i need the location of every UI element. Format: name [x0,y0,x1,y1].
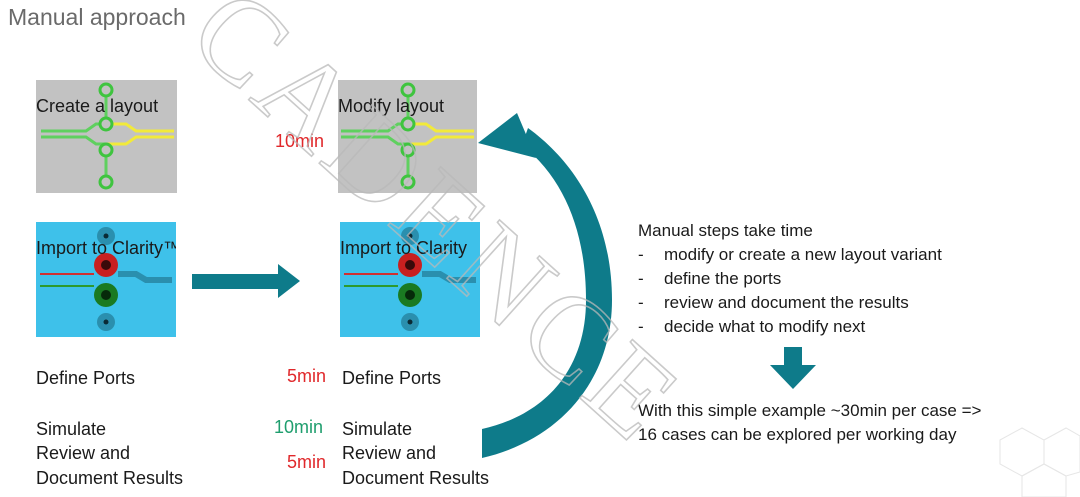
modify-time-label: 10min [275,131,325,151]
clarity-model-image [40,227,172,331]
import-left-panel: Import to Clarity™ [36,222,176,337]
bullet-dash: - [638,293,644,312]
simulate-time-label: 10min [274,417,324,437]
left-review: Review and [36,443,131,463]
list-item-text: review and document the results [664,293,909,312]
left-document: Document Results [36,468,184,488]
hexagon-pattern [999,427,1080,497]
right-simulate: Simulate [342,419,413,439]
manual-steps-heading: Manual steps take time [638,221,813,240]
list-item: - define the ports [638,267,942,291]
bullet-dash: - [638,245,644,264]
left-simulate: Simulate [36,419,107,439]
list-item-text: define the ports [664,269,782,288]
right-define-ports: Define Ports [342,368,442,388]
layout-traces-image [41,82,174,190]
list-item: - modify or create a new layout variant [638,243,942,267]
list-item: - review and document the results [638,291,942,315]
modified-traces-image [341,82,474,190]
right-review: Review and [342,443,437,463]
left-define-ports: Define Ports [36,368,136,388]
import-right-label: Import to Clarity [340,238,468,258]
down-arrow-icon [770,347,816,389]
define-ports-time-label: 5min [287,366,327,386]
clarity-model-image [344,227,476,331]
conclusion-line-1: With this simple example ~30min per case… [638,401,982,420]
slide-title: Manual approach [8,4,186,30]
conclusion-text: With this simple example ~30min per case… [638,399,981,447]
create-layout-label: Create a layout [36,96,159,116]
manual-steps-list: Manual steps take time - modify or create… [638,219,942,339]
create-layout-panel: Create a layout [36,80,177,193]
modify-layout-panel: Modify layout [338,80,477,193]
list-item: - decide what to modify next [638,315,942,339]
right-arrow-icon [192,264,300,298]
right-document: Document Results [342,468,490,488]
loop-arrow-icon [478,113,612,458]
conclusion-line-2: 16 cases can be explored per working day [638,425,957,444]
import-right-panel: Import to Clarity [340,222,480,337]
import-left-label: Import to Clarity™ [36,238,176,258]
bullet-dash: - [638,317,644,336]
review-time-label: 5min [287,452,327,472]
list-item-text: modify or create a new layout variant [664,245,942,264]
bullet-dash: - [638,269,644,288]
modify-layout-label: Modify layout [338,96,445,116]
list-item-text: decide what to modify next [664,317,866,336]
